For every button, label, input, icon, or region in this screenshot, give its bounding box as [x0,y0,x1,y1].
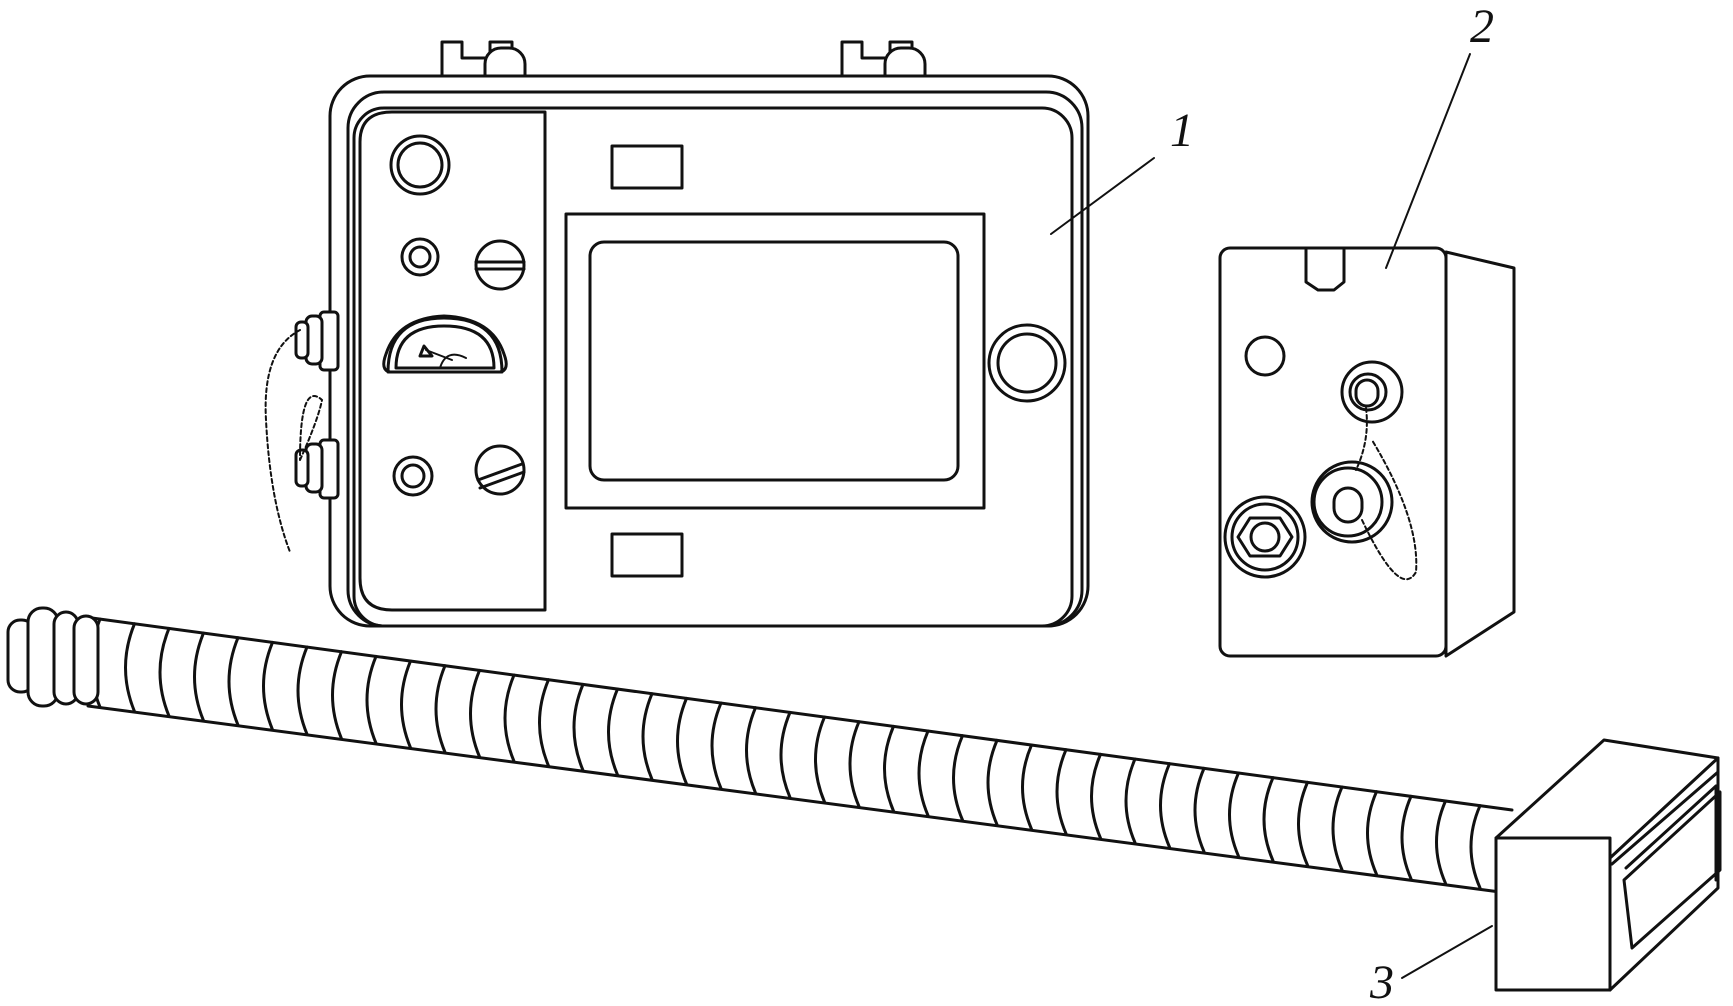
hose-rib [1090,752,1102,840]
power-button [389,134,451,196]
indicator-lamp-2 [392,455,434,497]
hose-rib [296,645,309,736]
hose-rib [1297,780,1309,867]
instrument-case-outer [328,74,1090,628]
hose-rib [365,654,378,745]
box-mount-hole [1244,335,1286,377]
box-side-face [1444,250,1516,658]
hose-rib [848,720,861,808]
screw-adjuster-2 [474,444,526,496]
hose-outline [86,616,1514,894]
side-connector-lower [294,438,340,500]
hose-rib [400,659,412,750]
hose-rib [262,640,274,732]
analog-meter-gauge [382,314,508,374]
callouts: 1 2 3 [1050,0,1494,1006]
hose-rib [641,692,654,781]
label-plate-top [610,144,684,190]
display-screen [588,240,960,482]
hose-rib [917,729,930,818]
hose-rib [745,706,757,795]
hose-rib [1400,794,1413,881]
hose-rib [1366,790,1378,876]
box-connector-small [1340,360,1404,424]
hose-rib [952,734,964,822]
leader-line-1 [1050,157,1155,235]
hose-rib [1228,771,1240,858]
hose-rib [1331,785,1344,872]
label-plate-bottom [610,532,684,578]
hose-rib [158,626,171,718]
hose-rib [331,650,343,741]
box-connector-chain [1355,407,1418,581]
callout-label-3: 3 [1369,956,1394,1006]
connector-chain [264,329,324,553]
callout-label-2: 2 [1470,0,1494,53]
hose-rib [676,696,688,786]
display-bezel [564,212,986,510]
hose-rib [1193,766,1206,854]
hose-rib [1159,762,1171,849]
box-top-notch [1304,248,1346,292]
hose-rib [572,682,585,772]
hose-rib [607,687,619,777]
hose-end-fitting [6,606,100,708]
probe-head [1494,738,1722,992]
hose-rib [1055,748,1068,836]
hose-rib [469,668,481,759]
connector-box [1218,246,1516,658]
hose-rib [1021,743,1033,831]
box-front-face [1218,246,1448,658]
hose-rib [986,738,999,827]
left-control-panel [358,110,547,612]
hose-ribs [89,617,1482,890]
right-round-button [987,323,1067,403]
hose-rib [227,636,240,727]
screw-adjuster-1 [474,239,526,291]
hose-rib [193,631,205,723]
probe-head-front [1494,836,1612,992]
probe-sensor-window [1622,790,1722,950]
instrument-front-face [352,106,1074,628]
box-hex-terminal [1223,495,1307,579]
hose-rib [883,724,895,813]
hose-rib [1262,776,1275,863]
hose-rib [779,710,792,799]
hose-rib [814,715,826,804]
hose-rib [434,664,447,754]
leader-line-2 [1385,53,1471,269]
hose-rib [1469,804,1482,890]
box-connector-large [1310,460,1394,544]
hose-rib [710,701,723,790]
indicator-lamp-1 [400,237,440,277]
hose-rib [1435,799,1447,885]
main-instrument-unit [264,40,1090,628]
probe-head-flange [1610,770,1720,882]
leader-line-3 [1401,925,1493,979]
hose-rib [503,673,516,763]
hose-rib [1124,757,1137,845]
side-connector-upper [294,310,340,372]
hose-rib [124,622,136,714]
hose-rib [538,678,550,768]
callout-label-1: 1 [1170,104,1194,157]
probe-with-flexible-hose [6,606,1722,992]
